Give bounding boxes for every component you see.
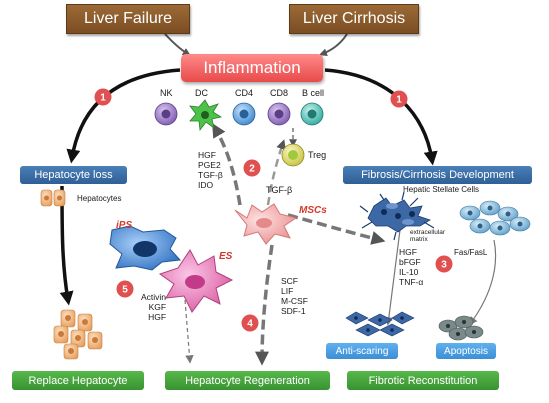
- mediator-item: PGE2: [198, 159, 221, 170]
- step-badge-5: 5: [116, 280, 134, 298]
- anti-scaring-box: Anti-scaring: [326, 343, 398, 359]
- factor-item: HGF: [399, 247, 417, 257]
- extracellular-matrix-label: extracellular matrix: [410, 229, 445, 243]
- nk-cell: [154, 102, 178, 126]
- dc-cell: [189, 99, 223, 132]
- factor-item: KGF: [148, 301, 167, 312]
- step-badge-1-right: 1: [390, 90, 408, 108]
- svg-text:4: 4: [247, 319, 253, 330]
- factor-item: SDF-1: [281, 305, 306, 316]
- factor-item: TNF-α: [399, 276, 424, 287]
- svg-text:1: 1: [100, 93, 106, 104]
- treg-label: Treg: [308, 150, 327, 160]
- hepatocyte-cluster-icon: [53, 309, 103, 360]
- ecm-word: extracellular: [410, 229, 446, 236]
- stellate-to-apoptosis-arrow: [468, 239, 497, 326]
- liver-failure-box: Liver Failure: [66, 4, 190, 34]
- fibrosis-cirrhosis-box: Fibrosis/Cirrhosis Development: [343, 166, 532, 184]
- factor-item: LIF: [281, 285, 294, 296]
- antifibrotic-factors: HGF bFGF IL-10 TNF-α: [399, 247, 424, 288]
- b-cell: [300, 102, 324, 126]
- fas-fasl-label: Fas/FasL: [454, 248, 488, 257]
- mediator-item: IDO: [198, 179, 214, 190]
- ips-nucleus: [133, 241, 157, 257]
- step-badge-1-left: 1: [94, 88, 112, 106]
- mscs-label: MSCs: [299, 205, 327, 216]
- fibrotic-reconstitution-box: Fibrotic Reconstitution: [347, 371, 499, 390]
- to-fibrosis-arrow: [324, 68, 438, 166]
- step-badge-4: 4: [241, 314, 259, 332]
- treg-mediator-label: TGF-β: [266, 185, 293, 195]
- factor-item: HGF: [148, 311, 167, 322]
- msc-to-dc-arrow: [212, 123, 242, 206]
- es-to-regeneration-arrow: [184, 299, 194, 364]
- hepatocyte-loss-box: Hepatocyte loss: [20, 166, 127, 184]
- dc-mediators: HGF PGE2 TGF-β IDO: [198, 150, 223, 191]
- msc-to-treg-arrow: [266, 139, 286, 206]
- factor-item: M-CSF: [281, 295, 308, 306]
- anti-scaring-cells: [345, 311, 415, 337]
- svg-text:1: 1: [396, 95, 402, 106]
- liver-failure-arrow: [164, 33, 191, 56]
- cd8-cell: [267, 102, 291, 126]
- es-label: ES: [219, 251, 233, 262]
- hepatocytes-label: Hepatocytes: [77, 194, 122, 203]
- svg-text:5: 5: [122, 285, 128, 296]
- step-badge-3: 3: [435, 255, 453, 273]
- ips-label: iPS: [116, 220, 133, 231]
- svg-text:3: 3: [441, 260, 447, 271]
- quiescent-stellate-cells: [459, 200, 531, 236]
- hsc-to-antiscar-arrow: [384, 229, 401, 326]
- factor-item: bFGF: [399, 256, 421, 267]
- nk-label: NK: [160, 88, 173, 98]
- b-cell-label: B cell: [302, 88, 325, 98]
- msc-to-regeneration-arrow: [255, 244, 274, 366]
- factor-item: IL-10: [399, 266, 419, 277]
- apoptosis-box: Apoptosis: [436, 343, 496, 359]
- cd8-label: CD8: [270, 88, 289, 98]
- replace-hepatocyte-box: Replace Hepatocyte: [12, 371, 144, 390]
- factor-item: Activin: [141, 292, 167, 302]
- apoptosis-cells: [438, 315, 484, 341]
- hepatic-stellate-label: Hepatic Stellate Cells: [403, 185, 480, 194]
- step-badge-2: 2: [243, 159, 261, 177]
- activated-stellate-cells: [359, 191, 435, 241]
- liver-cirrhosis-arrow: [319, 33, 348, 57]
- cd4-cell: [232, 102, 256, 126]
- hepatocyte-icon: [40, 189, 66, 207]
- factor-item: SCF: [281, 276, 298, 286]
- mediator-item: HGF: [198, 150, 216, 160]
- inflammation-box: Inflammation: [181, 54, 323, 82]
- liver-cirrhosis-box: Liver Cirrhosis: [289, 4, 419, 34]
- svg-text:2: 2: [249, 164, 255, 175]
- hepatocyte-regeneration-box: Hepatocyte Regeneration: [165, 371, 330, 390]
- ecm-word: matrix: [410, 236, 428, 244]
- treg-cell: [281, 143, 305, 167]
- cd4-label: CD4: [235, 88, 254, 98]
- msc-nucleus: [256, 218, 272, 228]
- es-nucleus: [185, 275, 205, 289]
- regeneration-factors: SCF LIF M-CSF SDF-1: [281, 276, 308, 317]
- es-factors: Activin KGF HGF: [141, 292, 167, 323]
- dc-label: DC: [195, 88, 208, 98]
- msc-to-hsc-arrow: [287, 213, 386, 245]
- mediator-item: TGF-β: [198, 169, 223, 180]
